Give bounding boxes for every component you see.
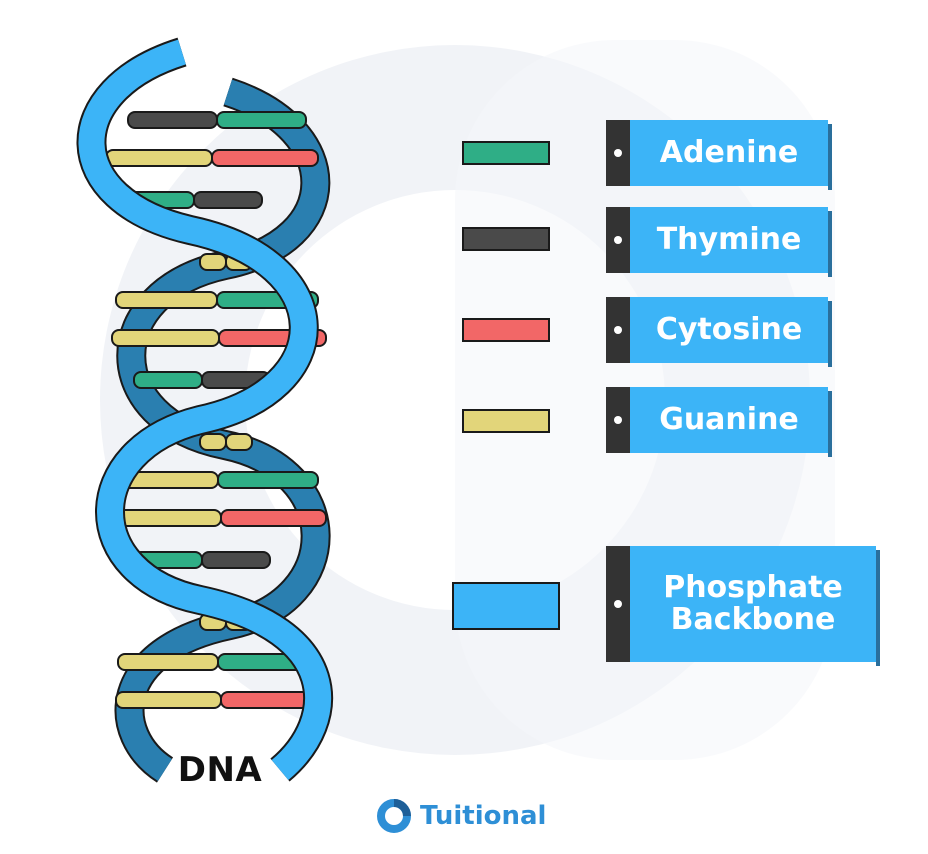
legend-tag-adenine: Adenine	[606, 120, 832, 190]
base-segment	[225, 433, 253, 451]
guanine-swatch	[462, 409, 550, 433]
base-segment	[217, 471, 319, 489]
tag-hole-icon	[614, 326, 622, 334]
base-segment	[117, 653, 219, 671]
tag-shadow	[828, 301, 832, 367]
legend-label-backbone: Phosphate Backbone	[630, 546, 876, 662]
tag-hole-icon	[614, 600, 622, 608]
tag-shadow	[828, 124, 832, 190]
base-segment	[211, 149, 319, 167]
legend-label: Adenine	[630, 120, 828, 186]
legend-label: Cytosine	[630, 297, 828, 363]
ring-logo-icon	[377, 799, 411, 833]
base-segment	[115, 509, 222, 527]
base-segment	[193, 191, 263, 209]
legend-label: Thymine	[630, 207, 828, 273]
tag-stub	[606, 546, 630, 662]
tag-stub	[606, 120, 630, 186]
legend-tag-backbone: Phosphate Backbone	[606, 546, 880, 666]
base-segment	[216, 111, 307, 129]
backbone-line2: Backbone	[670, 602, 836, 637]
legend-tag-cytosine: Cytosine	[606, 297, 832, 367]
base-segment	[115, 691, 222, 709]
backbone-swatch	[452, 582, 560, 630]
legend-label: Guanine	[630, 387, 828, 453]
tag-hole-icon	[614, 149, 622, 157]
thymine-swatch	[462, 227, 550, 251]
tag-shadow	[876, 550, 880, 666]
base-segment	[133, 371, 203, 389]
tag-shadow	[828, 211, 832, 277]
tag-stub	[606, 297, 630, 363]
base-segment	[199, 433, 227, 451]
tag-stub	[606, 207, 630, 273]
legend-tag-guanine: Guanine	[606, 387, 832, 457]
base-segment	[111, 329, 220, 347]
backbone-line1: Phosphate	[663, 570, 843, 605]
base-segment	[220, 509, 327, 527]
legend-tag-thymine: Thymine	[606, 207, 832, 277]
base-segment	[127, 111, 218, 129]
tag-stub	[606, 387, 630, 453]
brand-name: Tuitional	[420, 801, 547, 831]
tag-hole-icon	[614, 416, 622, 424]
adenine-swatch	[462, 141, 550, 165]
base-segment	[105, 149, 213, 167]
tag-shadow	[828, 391, 832, 457]
dna-label: DNA	[177, 750, 263, 790]
tag-hole-icon	[614, 236, 622, 244]
base-segment	[199, 253, 227, 271]
base-segment	[201, 551, 271, 569]
base-segment	[115, 291, 218, 309]
cytosine-swatch	[462, 318, 550, 342]
brand-logo: Tuitional	[374, 796, 546, 836]
